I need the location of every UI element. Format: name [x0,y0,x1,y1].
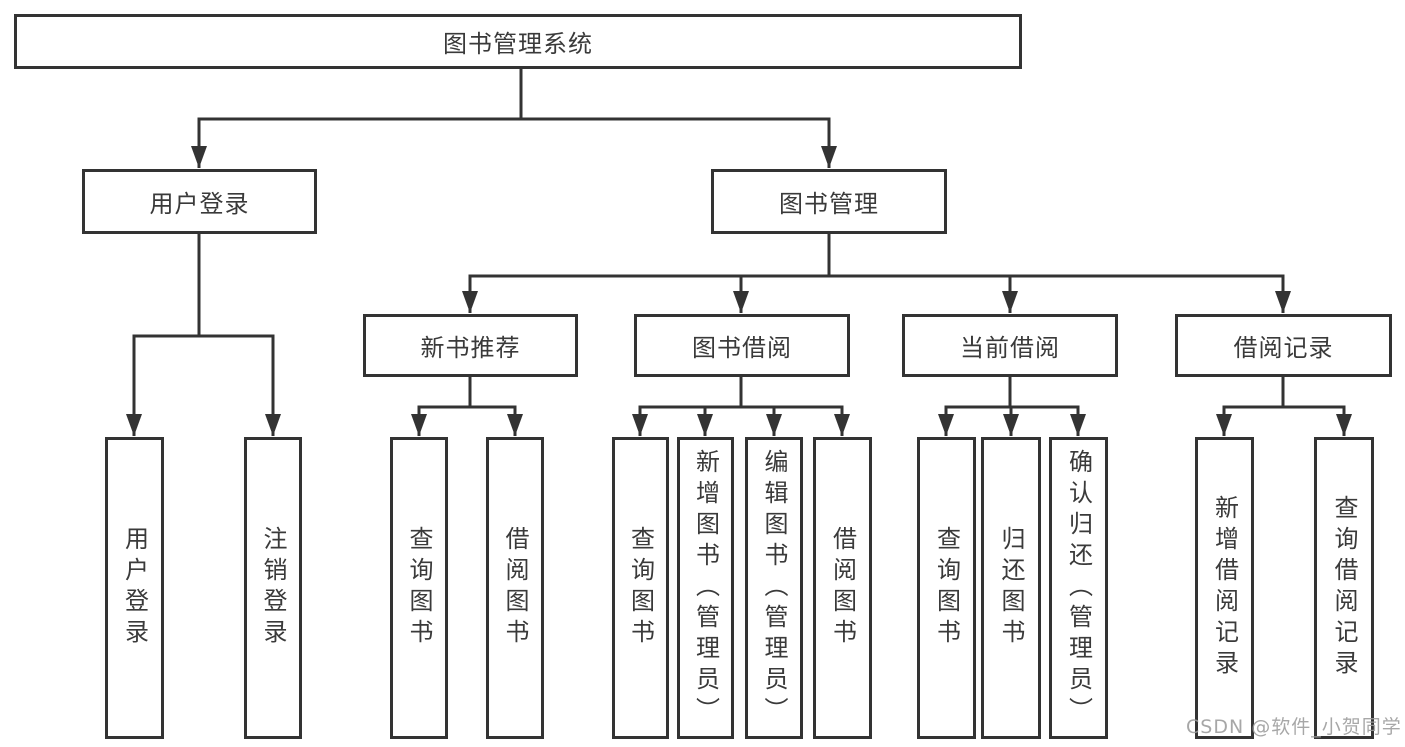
leaf-bb-add-books-admin: 新增图书（管理员） [677,437,734,739]
trunk-book-borrow [638,375,844,409]
leaf-logout: 注销登录 [244,437,302,739]
trunk-book-mgmt [468,232,1285,278]
leaf-nb-query-books: 查询图书 [390,437,448,739]
trunk-borrow-record [1222,375,1346,409]
leaf-bb-borrow-books: 借阅图书 [813,437,872,739]
leaf-cb-return-books: 归还图书 [981,437,1041,739]
leaf-bb-edit-books-admin: 编辑图书（管理员） [745,437,803,739]
leaf-cb-query-books: 查询图书 [917,437,976,739]
trunk-root [197,66,831,121]
node-book-borrow: 图书借阅 [634,314,850,377]
trunk-new-book-rec [417,375,517,409]
leaf-user-login: 用户登录 [105,437,164,739]
node-new-book-rec: 新书推荐 [363,314,578,377]
leaf-br-add-record: 新增借阅记录 [1195,437,1254,739]
trunk-user-login [132,232,275,338]
watermark: CSDN @软件_小贺同学 [1186,716,1402,738]
node-borrow-record: 借阅记录 [1175,314,1392,377]
leaf-bb-query-books: 查询图书 [612,437,669,739]
node-root: 图书管理系统 [14,14,1022,69]
leaf-br-query-record: 查询借阅记录 [1314,437,1374,739]
node-user-login: 用户登录 [82,169,317,234]
leaf-cb-confirm-return-admin: 确认归还（管理员） [1049,437,1108,739]
leaf-nb-borrow-books: 借阅图书 [486,437,544,739]
node-book-mgmt: 图书管理 [711,169,947,234]
trunk-current-borrow [944,375,1080,409]
node-current-borrow: 当前借阅 [902,314,1118,377]
